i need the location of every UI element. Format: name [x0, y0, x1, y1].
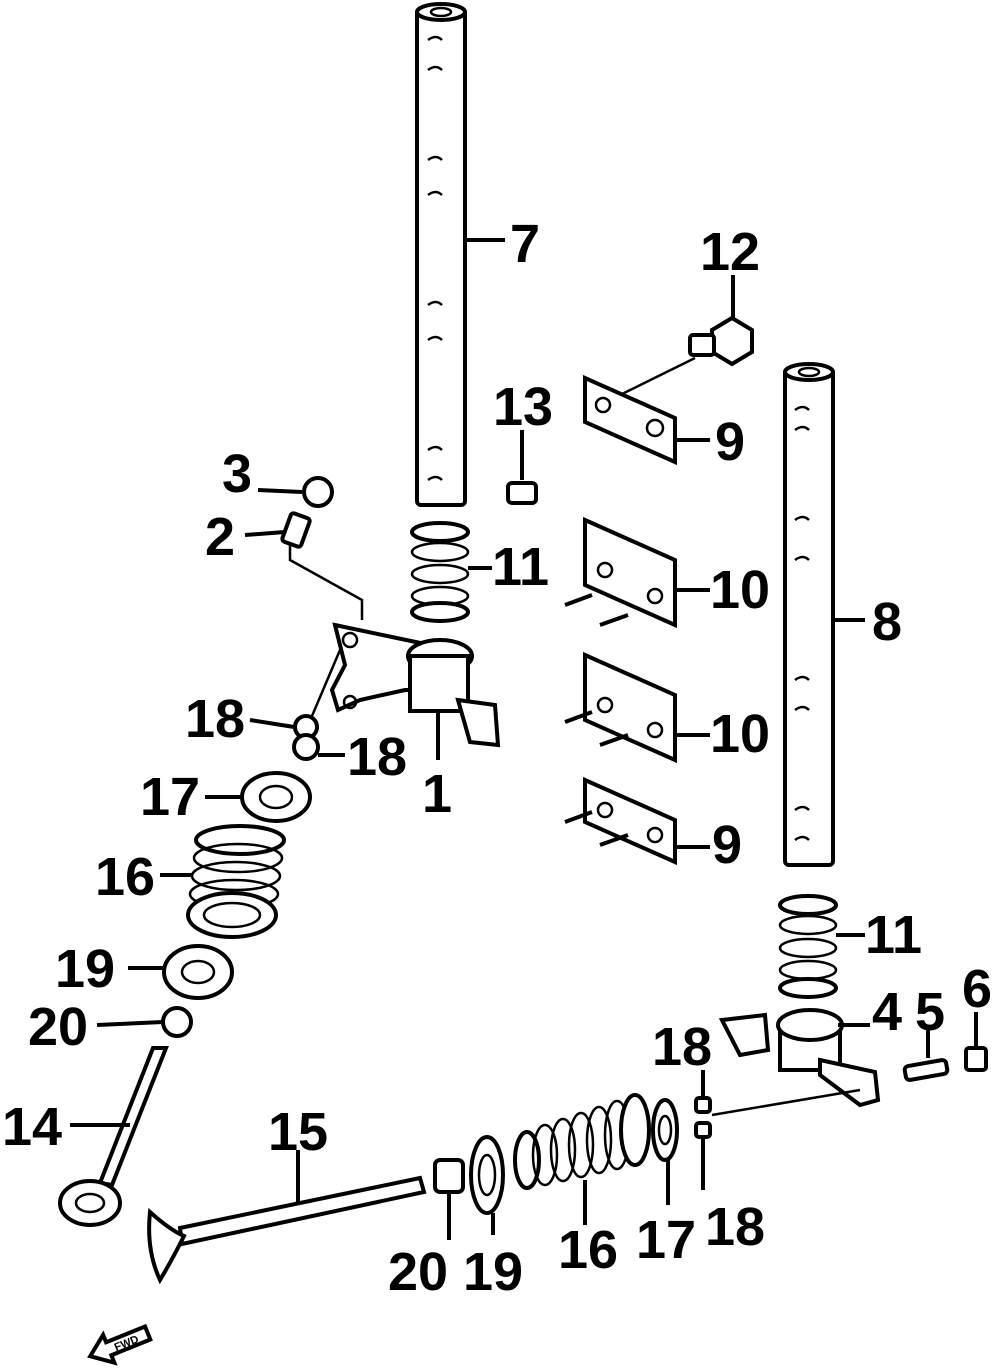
pivot-18-b — [292, 733, 320, 761]
forward-direction-arrow: FWD — [87, 1323, 153, 1366]
callout-9: 9 — [712, 815, 742, 875]
callout-11: 11 — [492, 537, 549, 597]
callout-9: 9 — [715, 412, 745, 472]
spring-11-lower — [778, 894, 838, 999]
callout-14: 14 — [2, 1097, 62, 1157]
callout-12: 12 — [700, 222, 760, 282]
valve-seal-20-upper — [161, 1006, 193, 1038]
callout-20: 20 — [28, 997, 88, 1057]
plate-9-lower — [564, 776, 677, 866]
retainer-17-upper — [240, 771, 312, 823]
callout-4: 4 — [872, 982, 902, 1042]
callout-19: 19 — [463, 1242, 523, 1302]
callout-16: 16 — [95, 847, 155, 907]
nut-6 — [964, 1046, 988, 1072]
callout-15: 15 — [268, 1102, 328, 1162]
callout-5: 5 — [915, 982, 945, 1042]
callout-10: 10 — [710, 704, 770, 764]
valve-spring-16-lower — [513, 1093, 651, 1190]
callout-17: 17 — [140, 767, 200, 827]
nut-3 — [302, 476, 334, 508]
callout-1: 1 — [422, 764, 452, 824]
plate-10-upper — [564, 516, 677, 629]
callout-16: 16 — [558, 1220, 618, 1280]
washer-19-upper — [162, 944, 234, 1000]
retainer-17-lower — [651, 1098, 679, 1162]
callout-3: 3 — [222, 444, 252, 504]
callout-20: 20 — [388, 1242, 448, 1302]
valve-15 — [147, 1175, 427, 1285]
screw-2 — [280, 511, 312, 549]
callout-2: 2 — [205, 507, 235, 567]
rocker-shaft-8 — [783, 362, 835, 867]
valve-seal-20-lower — [433, 1158, 465, 1194]
callout-17: 17 — [636, 1210, 696, 1270]
callout-18: 18 — [652, 1017, 712, 1077]
callout-10: 10 — [710, 560, 770, 620]
adjust-screw-5 — [902, 1058, 950, 1082]
callout-labels: 7 12 13 9 3 2 11 10 8 18 18 10 17 1 9 16… — [2, 214, 992, 1302]
plate-9-upper — [583, 374, 677, 466]
callout-13: 13 — [493, 377, 553, 437]
pin-13 — [506, 481, 538, 505]
rocker-arm-4 — [718, 1008, 881, 1108]
callout-18: 18 — [185, 689, 245, 749]
rocker-shaft-7 — [415, 2, 467, 507]
rocker-arm-1 — [329, 622, 501, 748]
plate-10-lower — [564, 651, 677, 764]
callout-11: 11 — [865, 905, 922, 965]
callout-18: 18 — [347, 727, 407, 787]
callout-6: 6 — [962, 959, 992, 1019]
washer-19-lower — [469, 1135, 505, 1215]
callout-19: 19 — [55, 939, 115, 999]
bolt-12 — [688, 315, 754, 367]
pivot-18-d — [694, 1121, 712, 1139]
callout-8: 8 — [872, 592, 902, 652]
valve-spring-16-upper — [186, 824, 286, 939]
callout-7: 7 — [510, 214, 540, 274]
callout-18: 18 — [705, 1197, 765, 1257]
pivot-18-c — [694, 1096, 712, 1114]
spring-11-upper — [410, 521, 470, 623]
valve-14 — [58, 1046, 169, 1227]
